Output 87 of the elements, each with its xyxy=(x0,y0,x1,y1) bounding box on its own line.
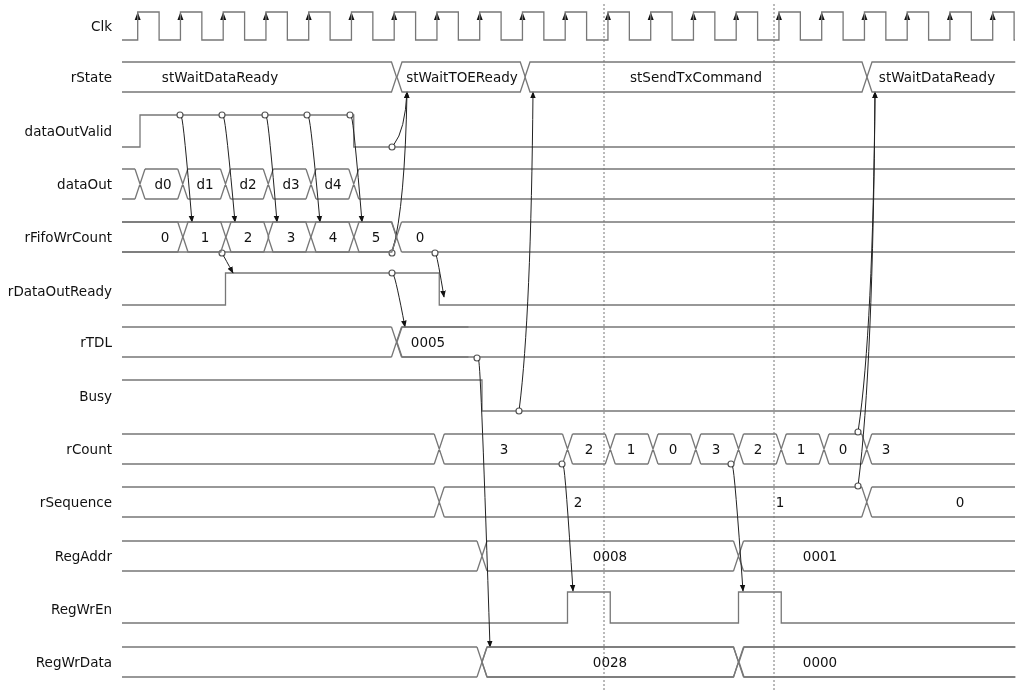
causality-arrow xyxy=(478,360,493,648)
signal-name: rCount xyxy=(66,441,112,457)
bus-value-segment xyxy=(311,221,354,253)
event-dot xyxy=(515,407,523,415)
signal-name: rFifoWrCount xyxy=(24,229,112,245)
bus-value-segment xyxy=(268,221,311,253)
signal-value: stWaitTOEReady xyxy=(406,69,518,85)
signal-value: d3 xyxy=(282,176,300,192)
event-dot xyxy=(218,111,226,119)
causality-arrow xyxy=(518,91,536,409)
signal-name: dataOutValid xyxy=(24,123,112,139)
signal-value: 4 xyxy=(328,229,338,245)
signal-value: 3 xyxy=(881,441,891,457)
signal-value: 3 xyxy=(711,441,721,457)
signal-value: d2 xyxy=(239,176,257,192)
causality-arrow xyxy=(435,255,446,298)
signal-name: rDataOutReady xyxy=(7,283,112,299)
signal-value: 2 xyxy=(753,441,763,457)
causality-arrow xyxy=(181,117,195,223)
signal-value: 0028 xyxy=(592,654,628,670)
signal-value: 1 xyxy=(775,494,785,510)
event-dot xyxy=(727,460,735,468)
signal-value: 0005 xyxy=(410,334,446,350)
bus-value-segment xyxy=(738,646,1015,678)
signal-value: 0001 xyxy=(802,548,838,564)
signal-value: 1 xyxy=(626,441,636,457)
bus-value-segment xyxy=(866,61,1015,93)
signal-value: 0 xyxy=(838,441,848,457)
signal-name: rSequence xyxy=(39,494,112,510)
event-dot xyxy=(431,249,439,257)
signal-value: 0 xyxy=(955,494,965,510)
signal-value: d1 xyxy=(196,176,214,192)
causality-arrow xyxy=(266,117,280,223)
causality-arrow xyxy=(223,117,238,223)
signal-value: 0 xyxy=(668,441,678,457)
event-dot xyxy=(473,354,481,362)
bus-value-segment xyxy=(122,61,397,93)
event-dot xyxy=(558,460,566,468)
event-dot xyxy=(388,249,396,257)
signal-value: 0 xyxy=(160,229,170,245)
signal-value: 0 xyxy=(415,229,425,245)
signal-value: 0008 xyxy=(592,548,628,564)
signal-name: Clk xyxy=(91,18,112,34)
bus-value-segment xyxy=(524,61,867,93)
signal-value: d0 xyxy=(154,176,172,192)
signal-name: rTDL xyxy=(80,334,112,350)
signal-value: 1 xyxy=(200,229,210,245)
bus-value-segment xyxy=(225,221,269,253)
signal-value: 1 xyxy=(796,441,806,457)
causality-arrow xyxy=(732,466,746,592)
event-dot xyxy=(854,482,862,490)
signal-value: stSendTxCommand xyxy=(630,69,762,85)
signal-value: 2 xyxy=(243,229,253,245)
bus-value-segment xyxy=(353,221,397,253)
signal-name: dataOut xyxy=(57,176,112,192)
event-dot xyxy=(303,111,311,119)
causality-arrow xyxy=(308,117,323,223)
event-dot xyxy=(176,111,184,119)
signal-name: RegAddr xyxy=(54,548,112,564)
signal-name: RegWrEn xyxy=(50,601,112,617)
signal-value: d4 xyxy=(324,176,342,192)
signal-name: rState xyxy=(70,69,112,85)
event-dot xyxy=(346,111,354,119)
signal-value: 2 xyxy=(584,441,594,457)
bus-value-segment xyxy=(122,221,183,253)
bus-value-segment xyxy=(396,326,468,358)
event-dot xyxy=(854,428,862,436)
bus-value-segment xyxy=(396,61,525,93)
signal-value: 5 xyxy=(371,229,381,245)
signal-value: 3 xyxy=(499,441,509,457)
signal-name: Busy xyxy=(79,388,112,404)
signal-value: 2 xyxy=(573,494,583,510)
signal-value: 0000 xyxy=(802,654,838,670)
event-dot xyxy=(388,269,396,277)
causality-arrow xyxy=(562,466,576,592)
signal-value: stWaitDataReady xyxy=(161,69,279,85)
bus-value-segment xyxy=(482,646,739,678)
event-dot xyxy=(218,249,226,257)
event-dot xyxy=(261,111,269,119)
bus-value-segment xyxy=(182,221,226,253)
signal-name: RegWrData xyxy=(35,654,112,670)
event-dot xyxy=(388,143,396,151)
signal-value: stWaitDataReady xyxy=(878,69,996,85)
causality-arrow xyxy=(393,275,407,328)
causality-arrow xyxy=(351,117,365,223)
signal-value: 3 xyxy=(286,229,296,245)
causality-arrow xyxy=(222,255,234,274)
